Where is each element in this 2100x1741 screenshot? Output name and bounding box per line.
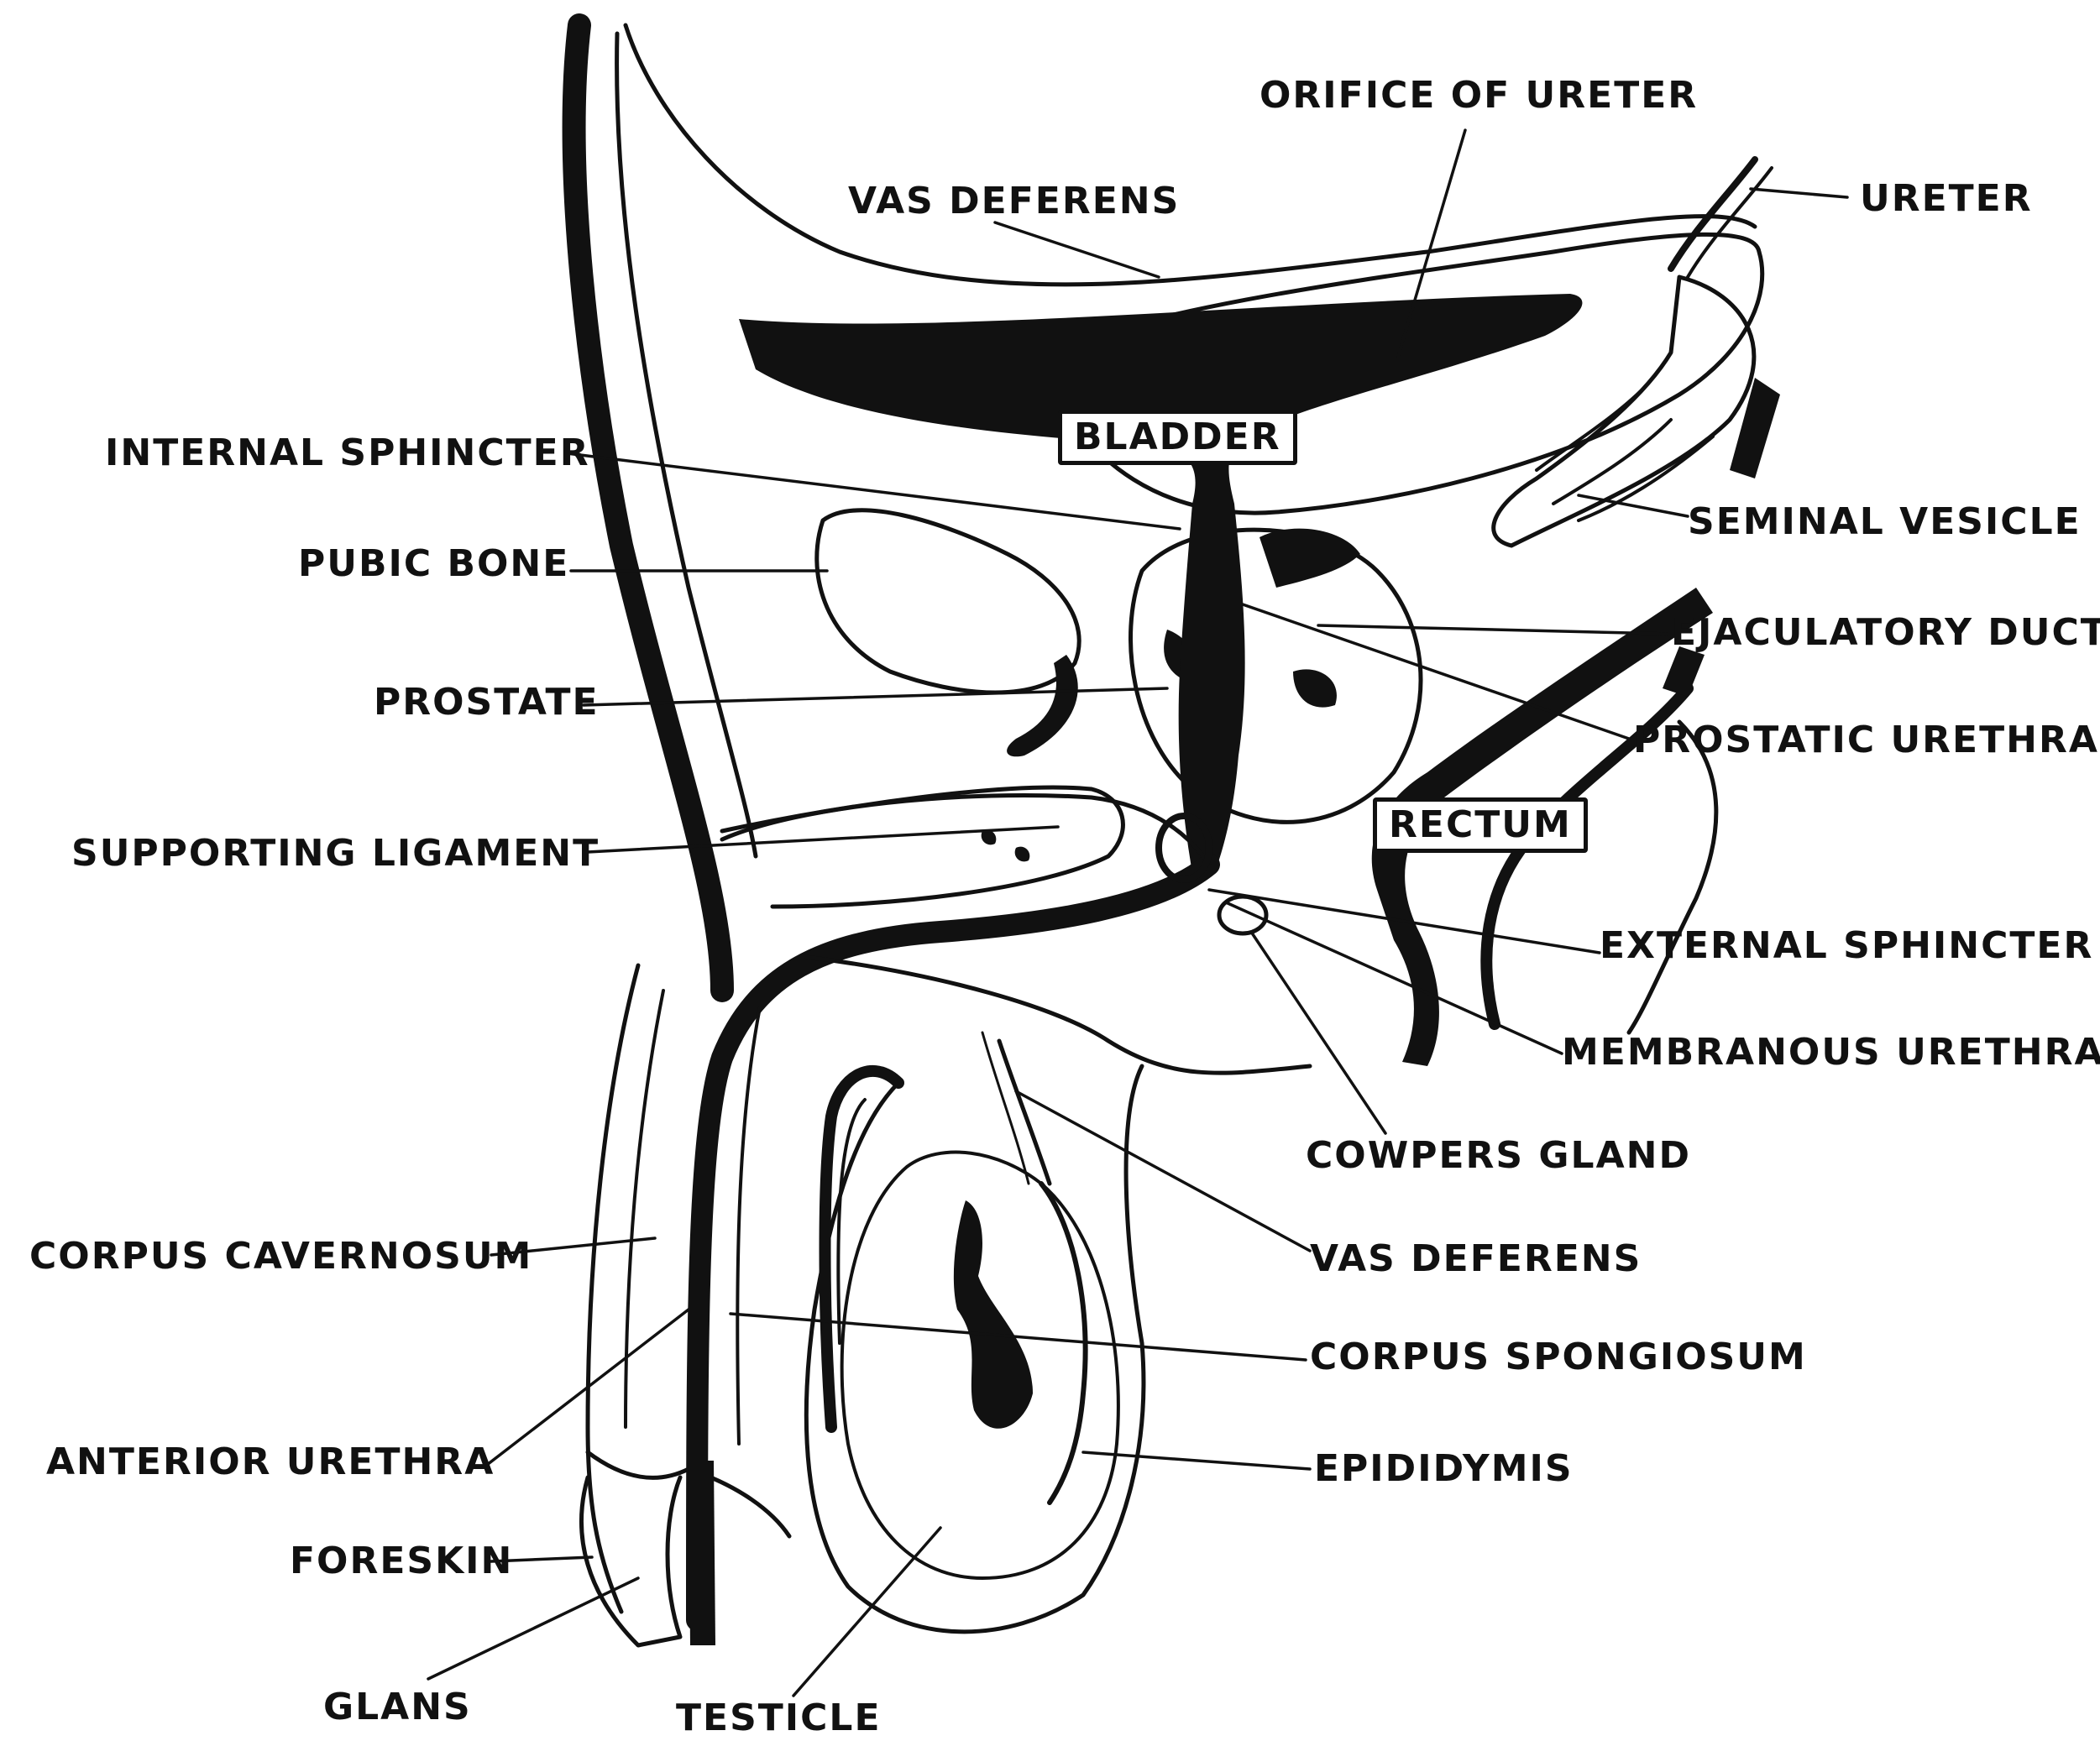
pubic-bone-outline (817, 510, 1079, 693)
leader-glans (428, 1578, 638, 1679)
label-pubic-bone: PUBIC BONE (298, 546, 569, 583)
label-cowpers-gland: COWPERS GLAND (1306, 1137, 1691, 1174)
leader-ejaculatory-duct (1318, 625, 1667, 634)
supporting-ligament-shape (722, 787, 1123, 907)
urethra-main (697, 865, 1209, 1620)
glans-outline (582, 1477, 681, 1645)
leader-cowpers-gland (1251, 932, 1385, 1133)
label-foreskin: FORESKIN (290, 1543, 513, 1580)
label-vas-deferens-top: VAS DEFERENS (848, 183, 1180, 220)
label-glans: GLANS (323, 1689, 472, 1726)
label-supporting-ligament: SUPPORTING LIGAMENT (71, 835, 600, 872)
shaft-inner-right (737, 1007, 760, 1444)
corpus-loop (825, 1071, 899, 1427)
label-internal-sphincter: INTERNAL SPHINCTER (105, 435, 590, 472)
leader-vas-deferens-bottom (1016, 1091, 1310, 1251)
ureter-line (1671, 159, 1755, 269)
label-orifice-of-ureter: ORIFICE OF URETER (1259, 77, 1698, 114)
abdominal-wall-inner (617, 34, 756, 856)
leader-testicle (793, 1528, 940, 1696)
shaft-outer-left (588, 965, 638, 1612)
leader-ureter (1751, 189, 1847, 197)
label-rectum: RECTUM (1373, 797, 1588, 853)
pubic-bone-arc (1007, 655, 1078, 756)
label-testicle: TESTICLE (676, 1700, 882, 1737)
label-epididymis: EPIDIDYMIS (1314, 1451, 1574, 1487)
glans-urethra-tip (689, 1461, 715, 1645)
label-corpus-cavernosum: CORPUS CAVERNOSUM (29, 1238, 532, 1275)
label-ejaculatory-duct: EJACULATORY DUCT (1671, 614, 2100, 651)
label-ureter: URETER (1860, 180, 2033, 217)
rectum-right-line (1629, 722, 1716, 1033)
shaft-bottom-line (806, 957, 1310, 1073)
ligament-texture (982, 830, 1030, 862)
label-prostate: PROSTATE (374, 684, 600, 721)
label-vas-deferens-bottom: VAS DEFERENS (1310, 1241, 1642, 1278)
rectum-stripe-1 (1730, 378, 1780, 478)
label-corpus-spongiosum: CORPUS SPONGIOSUM (1310, 1339, 1807, 1376)
label-bladder: BLADDER (1058, 410, 1297, 465)
testicle-core (954, 1200, 1033, 1429)
label-external-sphincter: EXTERNAL SPHINCTER (1600, 928, 2093, 965)
leader-vas-deferens-top (995, 222, 1159, 277)
leader-epididymis (1083, 1452, 1310, 1469)
rectum-stripe-2 (1663, 646, 1705, 697)
shaft-inner-left (626, 991, 663, 1427)
label-seminal-vesicle: SEMINAL VESICLE (1688, 504, 2082, 541)
label-anterior-urethra: ANTERIOR URETHRA (46, 1444, 495, 1481)
label-prostatic-urethra: PROSTATIC URETHRA (1633, 722, 2099, 759)
label-membranous-urethra: MEMBRANOUS URETHRA (1562, 1034, 2100, 1071)
bladder-lumen (739, 294, 1582, 504)
shaft-outer-top (722, 795, 1209, 865)
